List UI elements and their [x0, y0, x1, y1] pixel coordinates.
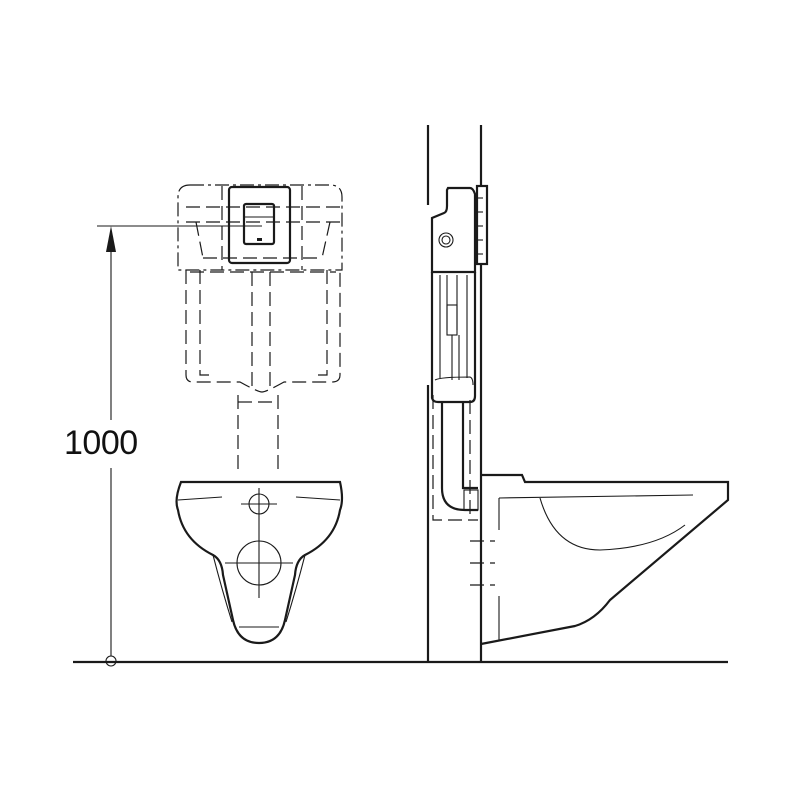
valve-circle-icon	[438, 232, 454, 248]
flush-plate	[227, 185, 292, 265]
datum-circle-icon	[105, 655, 117, 667]
flush-pipe	[432, 395, 479, 521]
dimension-label: 1000	[64, 424, 138, 462]
front-cistern-outline	[177, 184, 343, 475]
side-flush-plate	[475, 184, 489, 266]
side-wall	[426, 125, 483, 662]
flush-button-icon	[257, 238, 262, 241]
side-bowl	[470, 473, 730, 646]
dimension-line	[97, 225, 262, 667]
front-bowl	[175, 480, 344, 645]
arrow-head-icon	[106, 226, 116, 252]
side-cistern	[430, 184, 489, 404]
